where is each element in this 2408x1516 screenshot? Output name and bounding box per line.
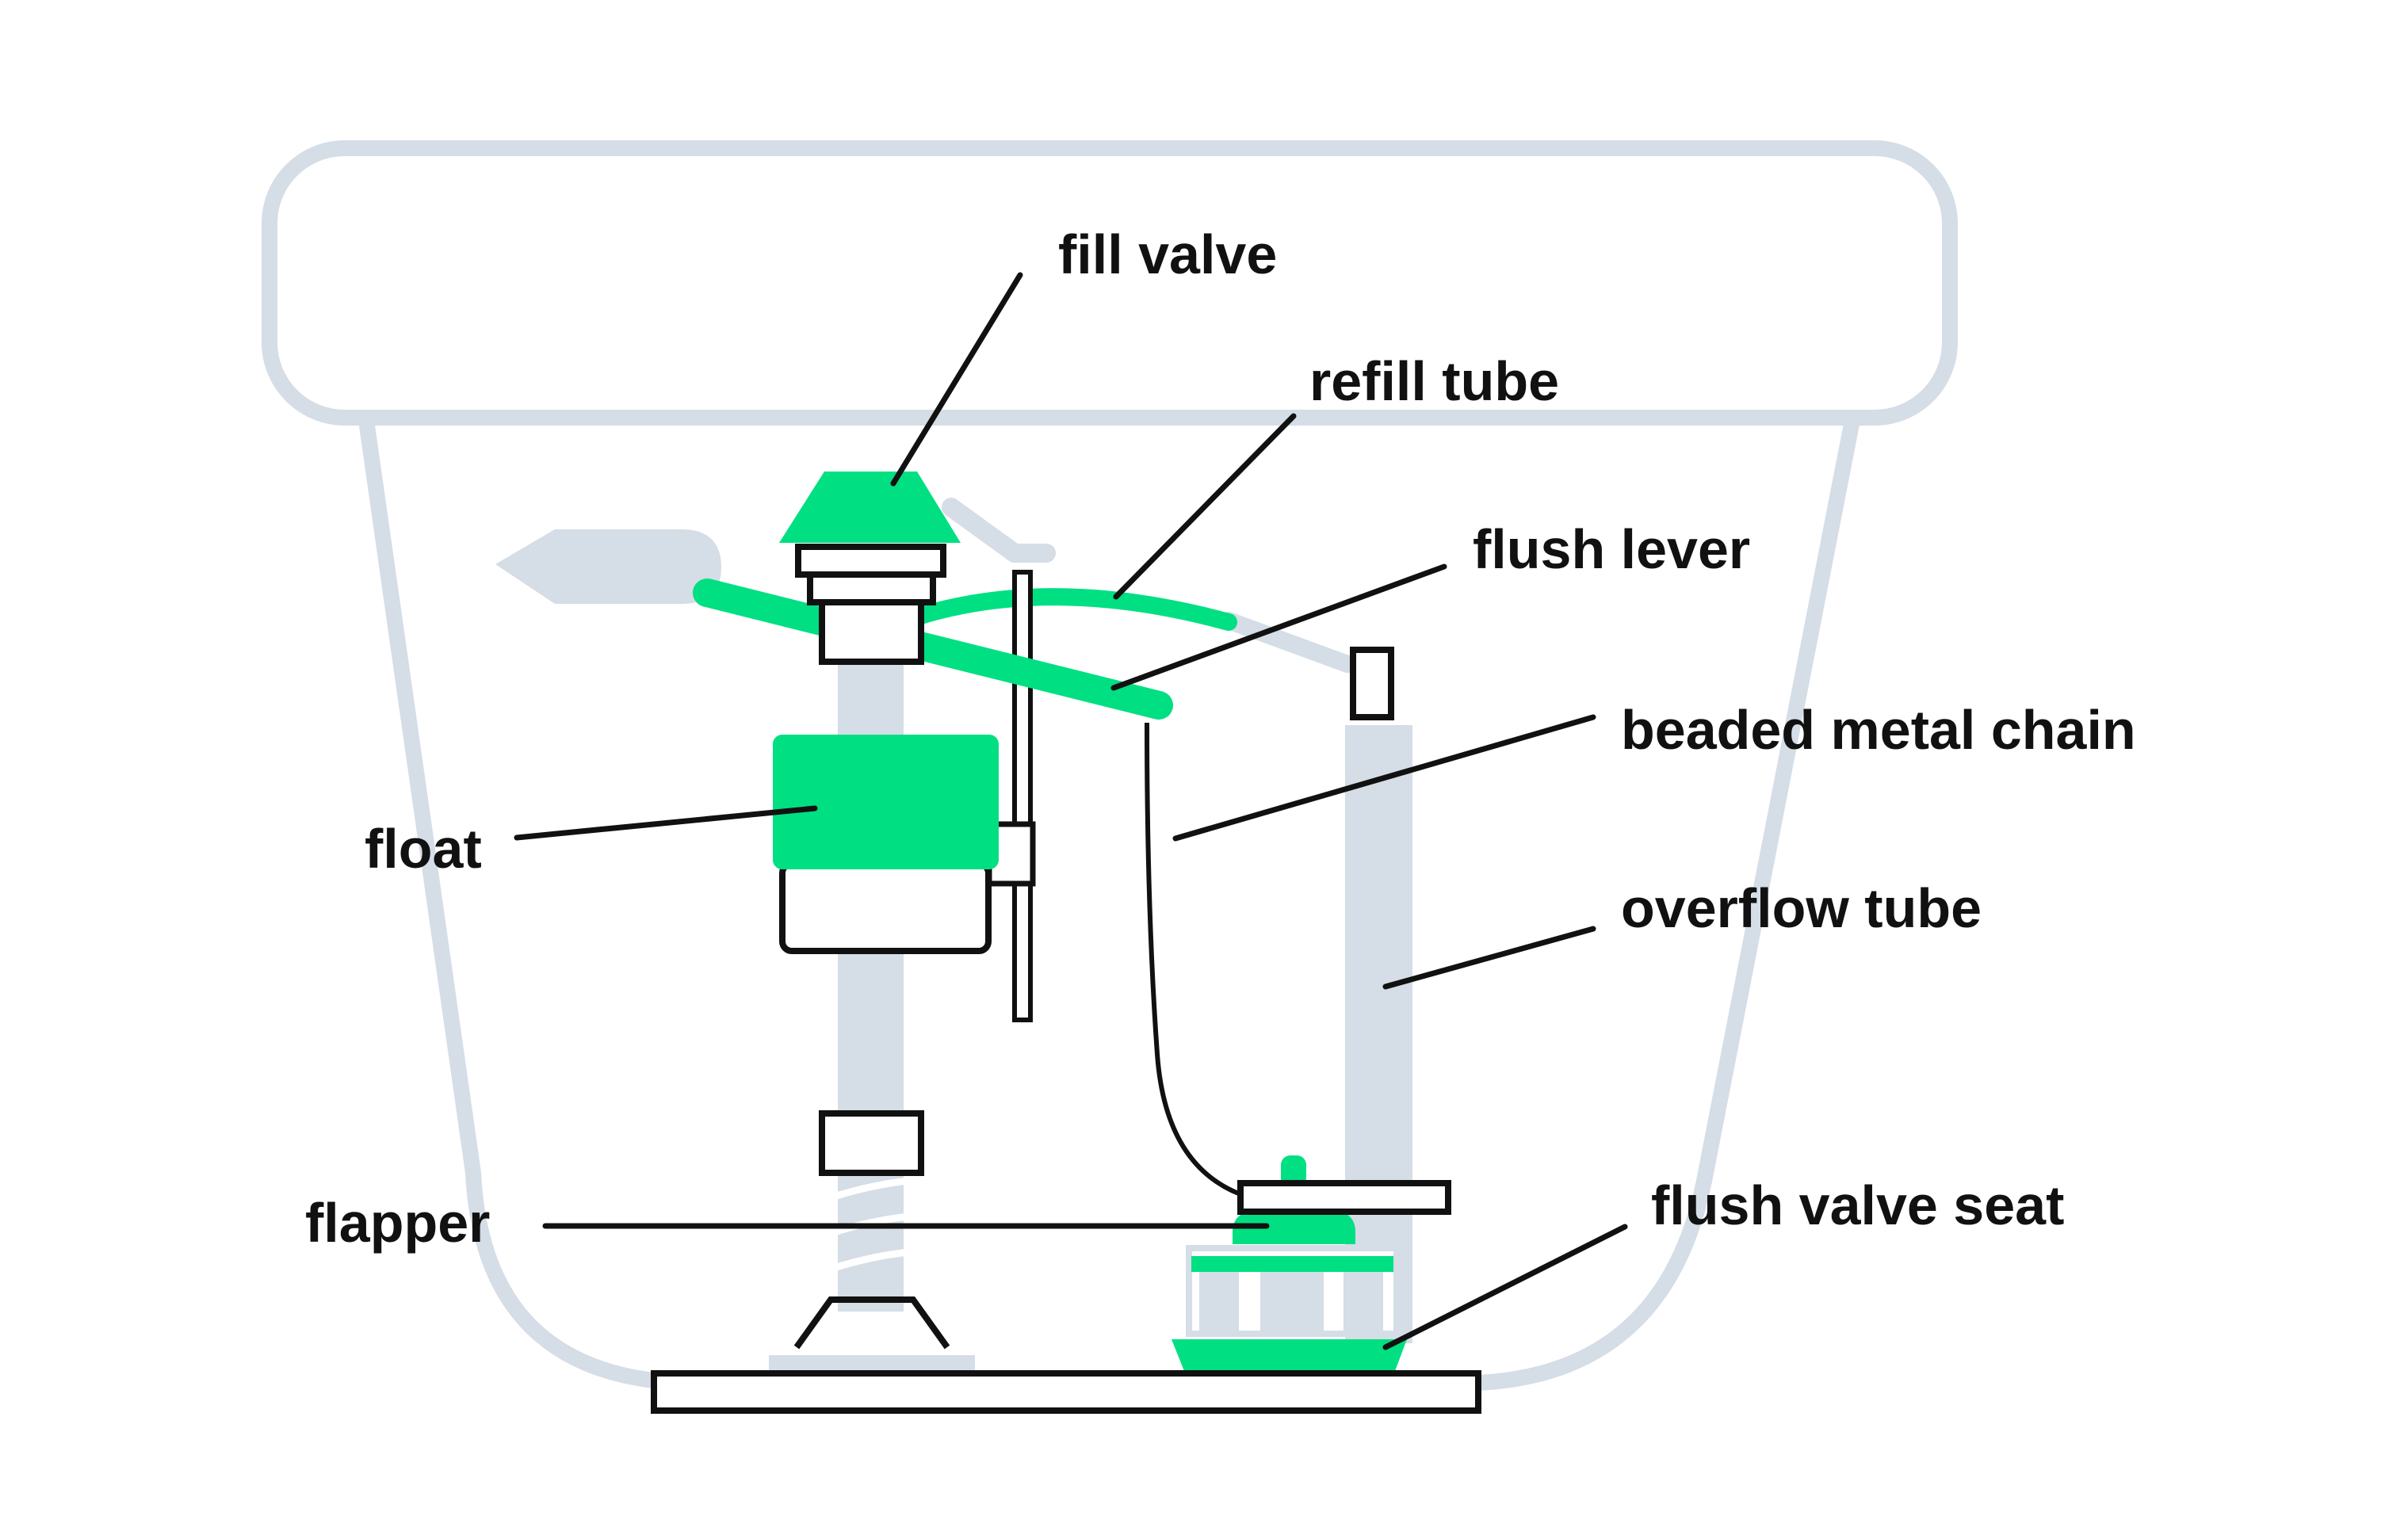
- flapper: [1233, 1210, 1355, 1244]
- leader-lines: [514, 272, 1628, 1350]
- leader-flush-valve-seat: [1382, 1224, 1628, 1350]
- flush-handle: [495, 529, 721, 604]
- fill-valve-body: [819, 595, 924, 665]
- overflow-tube-cap: [1350, 647, 1394, 720]
- flush-valve-post-3: [1344, 1268, 1383, 1331]
- label-flapper: flapper: [305, 1192, 490, 1254]
- flush-lever: [693, 579, 1173, 720]
- leader-fill-valve: [890, 272, 1023, 487]
- label-overflow-tube: overflow tube: [1621, 877, 1982, 939]
- overflow-tube: [1345, 725, 1412, 1343]
- label-refill-tube: refill tube: [1309, 350, 1559, 412]
- float-rod: [1012, 570, 1033, 1022]
- float-lower: [779, 861, 992, 954]
- fill-valve-cap: [779, 472, 961, 543]
- fill-valve-base: [769, 1355, 975, 1373]
- tank-lid: [262, 140, 1958, 426]
- fill-valve-ring: [795, 544, 946, 578]
- label-flush-valve-seat: flush valve seat: [1651, 1174, 2064, 1236]
- fill-valve-threads: [832, 1177, 909, 1272]
- flush-valve-seat: [1172, 1339, 1407, 1371]
- flush-valve-ring: [1191, 1256, 1393, 1272]
- flush-valve-post-1: [1199, 1268, 1239, 1331]
- leader-refill-tube: [1113, 413, 1297, 600]
- leader-float: [514, 805, 818, 841]
- tank-bottom-bar: [651, 1370, 1481, 1414]
- flush-valve-post-2: [1260, 1268, 1324, 1331]
- label-flush-lever: flush lever: [1473, 518, 1750, 580]
- label-beaded-metal-chain: beaded metal chain: [1621, 699, 2136, 761]
- leader-chain: [1172, 714, 1596, 842]
- overflow-arm: [1220, 612, 1356, 673]
- flapper-stem: [1281, 1155, 1306, 1187]
- label-fill-valve: fill valve: [1058, 223, 1277, 285]
- refill-connector: [942, 498, 1056, 563]
- fill-valve-clip: [819, 1110, 924, 1176]
- refill-tube: [909, 588, 1237, 631]
- beaded-metal-chain: [1145, 722, 1242, 1197]
- label-float: float: [365, 818, 482, 880]
- fill-valve-collar: [807, 570, 936, 605]
- leader-overflow-tube: [1382, 926, 1596, 990]
- leader-flush-lever: [1110, 563, 1447, 691]
- float: [773, 735, 999, 869]
- flapper-arm: [1237, 1180, 1451, 1215]
- fill-valve-foot: [793, 1296, 950, 1350]
